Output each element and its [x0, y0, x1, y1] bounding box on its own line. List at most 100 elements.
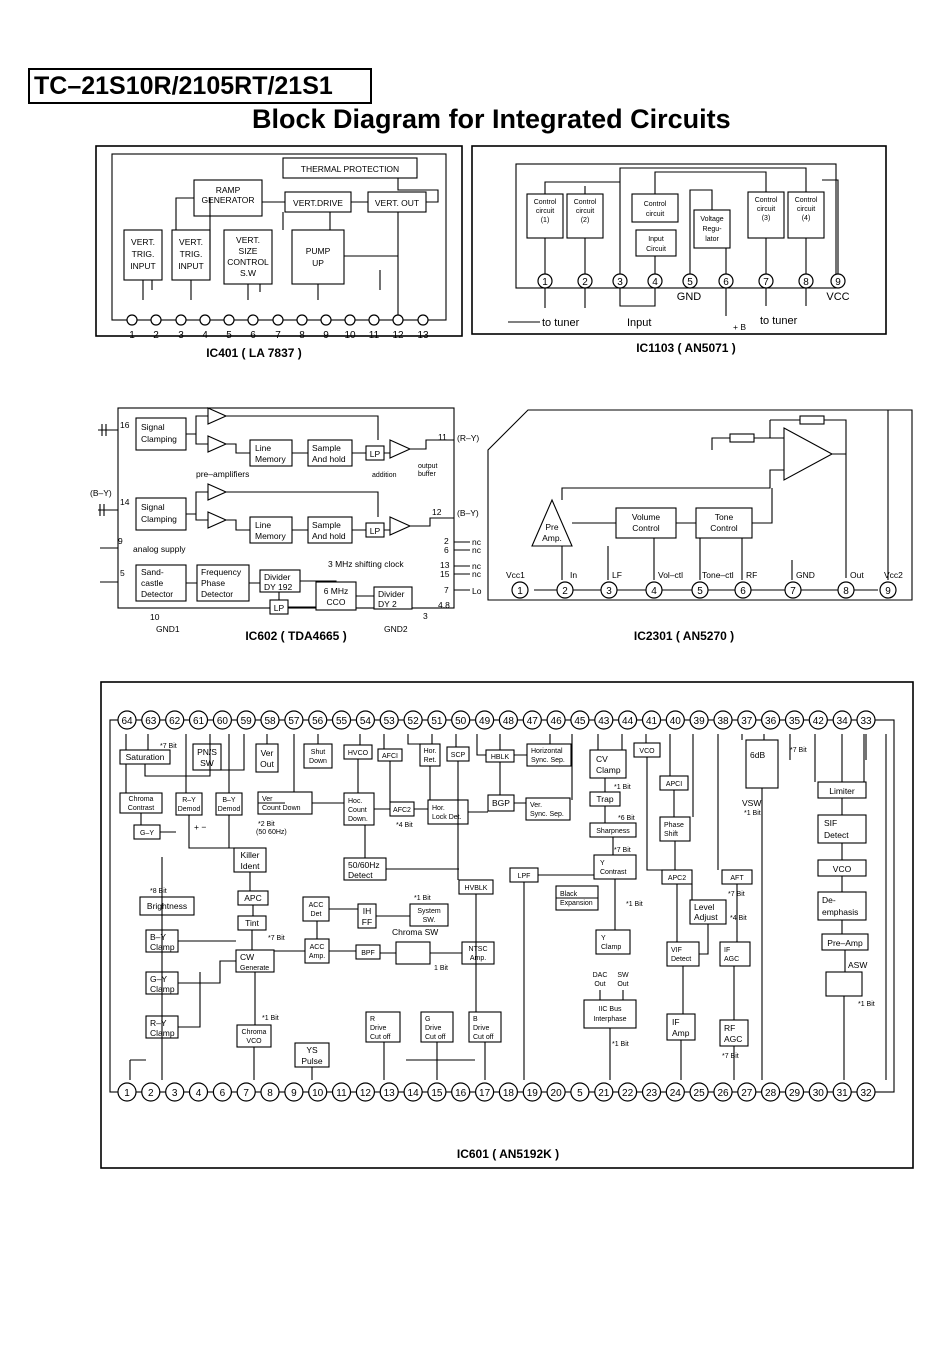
note-6bit: *6 Bit — [618, 815, 635, 822]
ic601-top-pin — [308, 710, 328, 730]
level-adjust-block — [689, 899, 727, 925]
ic602-pin-15: 15 — [440, 569, 450, 579]
shut-l1: Shut — [311, 749, 325, 756]
size-l3: CONTROL — [227, 257, 269, 267]
ihff-l2: FF — [362, 917, 372, 927]
g-drive-cutoff-block — [420, 1011, 454, 1043]
ic602-block: Signal Clamping Line Memory Sample And h… — [90, 407, 482, 643]
ic401-pin-label-9: 9 — [323, 330, 329, 341]
saturation-label: Saturation — [126, 752, 165, 762]
lm2-l1: Line — [255, 520, 271, 530]
ic2301-caption: IC2301 ( AN5270 ) — [634, 629, 734, 643]
ic601-bottom-pin-label: 31 — [837, 1088, 849, 1099]
ic601-top-pin-label: 33 — [860, 716, 872, 727]
div192-l2: DY 192 — [264, 582, 292, 592]
ic602-preamps: pre–amplifiers — [196, 469, 249, 479]
ic601-top-pin-label: 41 — [646, 716, 658, 727]
ic401-caption: IC401 ( LA 7837 ) — [206, 346, 302, 360]
ic601-bottom-pin — [594, 1082, 614, 1102]
bpf-label: BPF — [361, 950, 375, 957]
ic601-top-pin-label: 40 — [670, 716, 682, 727]
ic601-top-pin — [594, 710, 614, 730]
versync-l2: Sync. Sep. — [530, 811, 564, 818]
ic1103-pin-label-9: 9 — [835, 277, 841, 288]
ic601-top-pin-label: 51 — [431, 716, 443, 727]
size-l2: SIZE — [239, 246, 258, 256]
ic1103-pins: 1 2 3 4 5 6 7 8 9 — [537, 273, 846, 289]
ifagc-l1: IF — [724, 947, 730, 954]
sif-l2: Detect — [824, 830, 849, 840]
ic602-pin-10: 10 — [150, 612, 160, 622]
ic601-bottom-pin-label: 3 — [172, 1088, 178, 1099]
ic601-top-pin — [260, 710, 280, 730]
ic602-pin-48: 4.8 — [438, 600, 450, 610]
ic601-top-pin-label: 48 — [503, 716, 515, 727]
pump-l2: UP — [312, 258, 324, 268]
rdrive-l2: Drive — [370, 1025, 386, 1032]
ic601-top-pin-label: 34 — [837, 716, 849, 727]
rfagc-l1: RF — [724, 1023, 735, 1033]
ic401-block: THERMAL PROTECTION RAMP GENERATOR VERT.D… — [95, 145, 463, 360]
ic601-top-pin — [355, 710, 375, 730]
ic601-bottom-pin — [713, 1082, 733, 1102]
ic601-top-pin-label: 50 — [455, 716, 467, 727]
ic601-bottom-pin — [141, 1082, 161, 1102]
ic2301-lbl-tone: Tone–ctl — [702, 570, 734, 580]
ic601-top-pin-label: 37 — [741, 716, 753, 727]
cc2-l1: Control — [574, 199, 597, 206]
scp-label: SCP — [451, 752, 466, 759]
ic601-caption: IC601 ( AN5192K ) — [457, 1147, 559, 1161]
volume-control-block — [615, 507, 677, 539]
gdrive-l3: Cut off — [425, 1034, 446, 1041]
ic601-bottom-pin — [856, 1082, 876, 1102]
cvclamp-l1: CV — [596, 754, 608, 764]
ic601-bottom-pin — [379, 1082, 399, 1102]
apc2-label: APC2 — [668, 875, 686, 882]
chroma-sw-label: Chroma SW — [392, 927, 438, 937]
trig1-l2: TRIG. — [132, 249, 155, 259]
verout-l2: Out — [260, 759, 274, 769]
brightness-block — [139, 896, 195, 916]
ic2301-pins: 1 2 3 4 5 6 7 8 9 — [511, 581, 897, 599]
ic602-pin-7: 7 — [444, 585, 449, 595]
pre-amp-triangle — [531, 498, 573, 547]
cc-l1: Control — [644, 201, 667, 208]
preamp-label: Pre–Amp — [827, 938, 863, 948]
cvclamp-l2: Clamp — [596, 765, 621, 775]
ic601-top-pin-label: 44 — [622, 716, 634, 727]
ic601-bottom-pin — [498, 1082, 518, 1102]
tone-control-block — [695, 507, 753, 539]
dac-out-l2: Out — [594, 981, 605, 988]
ihff-l1: IH — [363, 906, 372, 916]
note-5060hz: (50 60Hz) — [256, 829, 287, 836]
ic601-bottom-pin-label: 12 — [360, 1088, 372, 1099]
if-amp-block — [666, 1013, 696, 1041]
thermal-protection-block — [282, 157, 418, 179]
ic601-bottom-pin — [689, 1082, 709, 1102]
iic-bus-interphase-block — [583, 999, 637, 1029]
note-4bit-b: *4 Bit — [730, 915, 747, 922]
control-circuit-main — [631, 193, 679, 223]
ic401-pin-label-3: 3 — [178, 330, 184, 341]
ic1103-pin-label-7: 7 — [763, 277, 769, 288]
killer-l1: Killer — [241, 850, 260, 860]
ic601-top-pin — [475, 710, 495, 730]
ic601-bottom-pin-label: 29 — [789, 1088, 801, 1099]
ic2301-pin-7 — [784, 581, 802, 599]
cwgen-l1: CW — [240, 952, 254, 962]
ic401-pin-13 — [417, 314, 429, 326]
ic601-bottom-pin-label: 30 — [813, 1088, 825, 1099]
sh2-l2: And hold — [312, 531, 346, 541]
bydemod-l2: Demod — [218, 806, 241, 813]
ic1103-pin-5 — [682, 273, 698, 289]
ifamp-l1: IF — [672, 1017, 680, 1027]
ic601-bottom-pin — [784, 1082, 805, 1102]
hvblk-label: HVBLK — [465, 885, 488, 892]
accdet-l2: Det — [311, 911, 322, 918]
model-title: TC–21S10R/2105RT/21S1 — [28, 68, 372, 104]
ic602-pin-2: 2 — [444, 536, 449, 546]
signal-clamping-2 — [135, 497, 187, 531]
black-l1: Black — [560, 891, 578, 898]
ic1103-pin-label-1: 1 — [542, 277, 548, 288]
